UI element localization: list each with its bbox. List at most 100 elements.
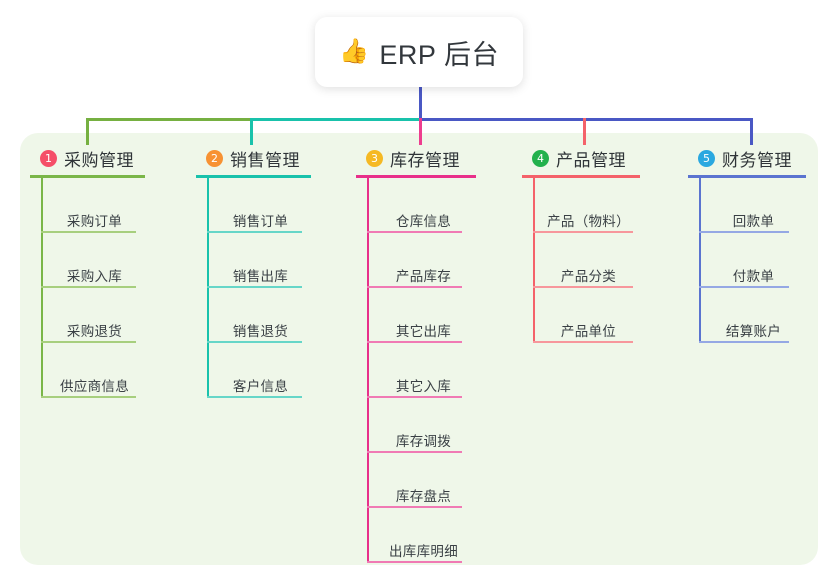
branch-item-underline: [207, 341, 302, 343]
branch-item-label: 客户信息: [232, 379, 289, 394]
branch-item-underline: [207, 231, 302, 233]
branch-item[interactable]: 产品单位: [533, 288, 644, 343]
branch-item-label: 出库库明细: [389, 544, 458, 559]
branch-item-list: 销售订单销售出库销售退货客户信息: [196, 178, 314, 398]
root-node-title: 👍 ERP 后台: [339, 33, 499, 72]
branch-item-underline: [533, 286, 633, 288]
branch-title: 财务管理: [722, 150, 792, 170]
branch-item-label: 采购入库: [66, 269, 123, 284]
branch-number-badge: 3: [366, 149, 383, 167]
branch-column-3: 3 库存管理仓库信息产品库存其它出库其它入库库存调拨库存盘点出库库明细: [356, 146, 480, 563]
branch-item-label: 销售出库: [232, 269, 289, 284]
branch-item-underline: [41, 396, 136, 398]
connector-drop-4: [583, 118, 586, 145]
branch-item-underline: [533, 231, 633, 233]
branch-title: 销售管理: [230, 150, 300, 170]
branch-item-label: 库存盘点: [395, 489, 452, 504]
branch-item-label: 结算账户: [725, 324, 782, 339]
branch-header-underline: [688, 175, 806, 178]
branch-item-underline: [41, 231, 136, 233]
branch-title: 采购管理: [64, 150, 134, 170]
connector-drop-5: [750, 118, 753, 145]
branch-header-underline: [356, 175, 476, 178]
branch-item-label: 销售退货: [232, 324, 289, 339]
branch-item[interactable]: 采购退货: [41, 288, 148, 343]
branch-item-label: 销售订单: [232, 214, 289, 229]
root-node-label: ERP 后台: [379, 39, 499, 70]
branch-header-5[interactable]: 5 财务管理: [688, 146, 808, 170]
branch-item[interactable]: 采购订单: [41, 178, 148, 233]
branch-spine: [699, 178, 701, 343]
branch-item-underline: [367, 286, 462, 288]
branch-item[interactable]: 产品（物料）: [533, 178, 644, 233]
branch-title: 产品管理: [556, 150, 626, 170]
branch-item[interactable]: 销售出库: [207, 233, 314, 288]
branch-item[interactable]: 库存调拨: [367, 398, 480, 453]
branch-number-badge: 5: [698, 149, 715, 167]
branch-column-4: 4 产品管理产品（物料） 产品分类产品单位: [522, 146, 644, 343]
branch-item[interactable]: 客户信息: [207, 343, 314, 398]
branch-item-label: 库存调拨: [395, 434, 452, 449]
branch-item[interactable]: 产品分类: [533, 233, 644, 288]
connector-bus-teal: [250, 118, 419, 121]
branch-item-label: 采购订单: [66, 214, 123, 229]
branch-title: 库存管理: [390, 150, 460, 170]
branch-item-underline: [367, 396, 462, 398]
branch-item-label: 产品库存: [395, 269, 452, 284]
branch-item-label: 供应商信息: [60, 379, 129, 394]
branch-item[interactable]: 库存盘点: [367, 453, 480, 508]
branch-header-1[interactable]: 1 采购管理: [30, 146, 148, 170]
connector-drop-3: [419, 118, 422, 145]
branch-item[interactable]: 销售订单: [207, 178, 314, 233]
branch-item[interactable]: 仓库信息: [367, 178, 480, 233]
branch-column-5: 5 财务管理回款单付款单结算账户: [688, 146, 808, 343]
branch-item-list: 采购订单采购入库采购退货供应商信息: [30, 178, 148, 398]
branches-panel: [20, 133, 818, 565]
branch-item-label: 产品（物料）: [547, 214, 630, 229]
branch-item-label: 仓库信息: [395, 214, 452, 229]
branch-item-underline: [699, 286, 789, 288]
branch-item-underline: [367, 341, 462, 343]
branch-item-list: 产品（物料） 产品分类产品单位: [522, 178, 644, 343]
root-node[interactable]: 👍 ERP 后台: [315, 17, 523, 87]
branch-header-underline: [196, 175, 311, 178]
branch-item[interactable]: 回款单: [699, 178, 808, 233]
branch-column-1: 1 采购管理采购订单采购入库采购退货供应商信息: [30, 146, 148, 398]
branch-spine: [533, 178, 535, 343]
branch-number-badge: 4: [532, 149, 549, 167]
branch-item[interactable]: 其它入库: [367, 343, 480, 398]
branch-item[interactable]: 出库库明细: [367, 508, 480, 563]
branch-header-4[interactable]: 4 产品管理: [522, 146, 644, 170]
branch-item-underline: [41, 341, 136, 343]
branch-item-underline: [367, 506, 462, 508]
branch-item[interactable]: 其它出库: [367, 288, 480, 343]
thumbs-up-emoji: 👍: [339, 38, 370, 65]
connector-drop-2: [250, 118, 253, 145]
branch-item-underline: [207, 396, 302, 398]
branch-header-underline: [522, 175, 640, 178]
branch-header-3[interactable]: 3 库存管理: [356, 146, 480, 170]
branch-item[interactable]: 结算账户: [699, 288, 808, 343]
branch-item[interactable]: 付款单: [699, 233, 808, 288]
connector-drop-1: [86, 118, 89, 145]
branch-item[interactable]: 销售退货: [207, 288, 314, 343]
branch-item[interactable]: 采购入库: [41, 233, 148, 288]
branch-number-badge: 1: [40, 149, 57, 167]
connector-trunk: [419, 87, 422, 121]
branch-item-underline: [699, 231, 789, 233]
branch-item-list: 回款单付款单结算账户: [688, 178, 808, 343]
branch-item-underline: [367, 451, 462, 453]
connector-bus-green: [86, 118, 250, 121]
branch-spine: [41, 178, 43, 398]
branch-item-underline: [699, 341, 789, 343]
branch-item-underline: [367, 561, 462, 563]
branch-item-label: 其它出库: [395, 324, 452, 339]
branch-item-label: 采购退货: [66, 324, 123, 339]
branch-item[interactable]: 产品库存: [367, 233, 480, 288]
branch-item-label: 其它入库: [395, 379, 452, 394]
branch-item[interactable]: 供应商信息: [41, 343, 148, 398]
branch-item-label: 付款单: [732, 269, 775, 284]
